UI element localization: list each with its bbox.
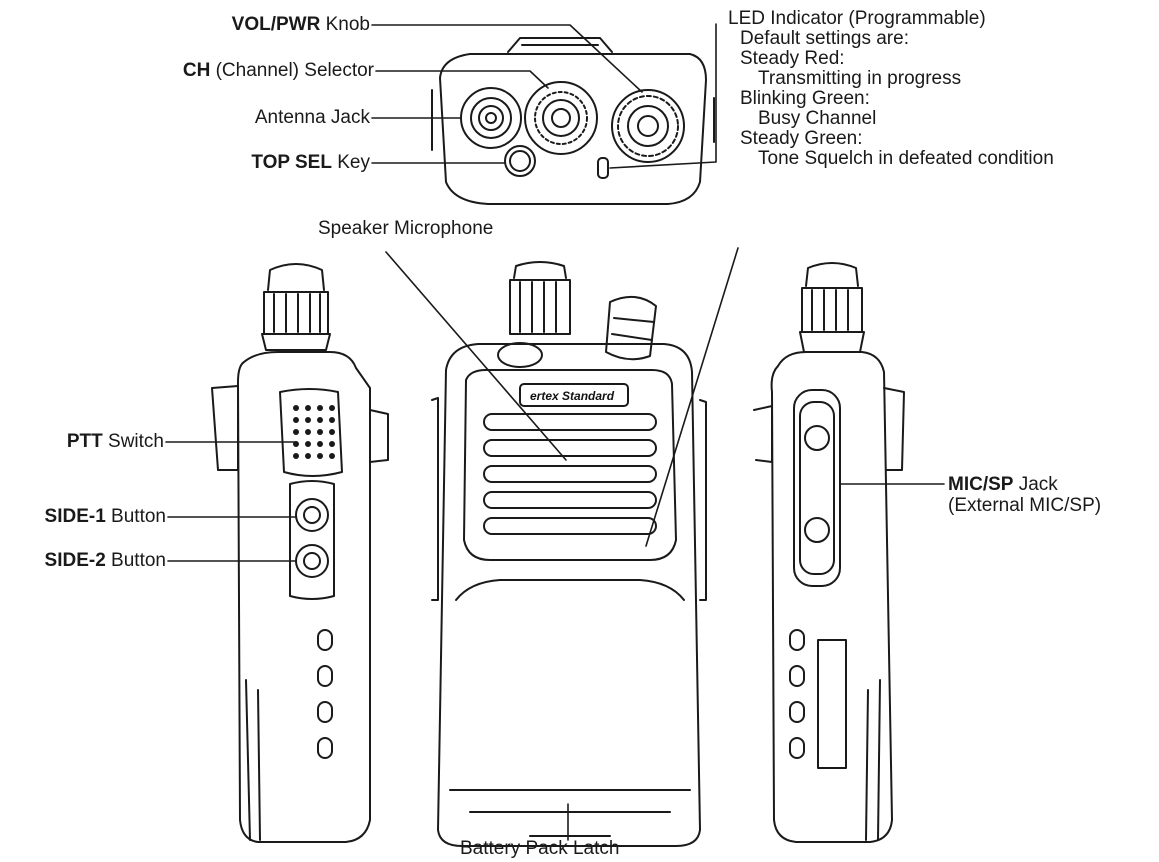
antenna-jack-icon: [460, 87, 522, 149]
top-sel-key-icon: [504, 145, 536, 177]
vol-pwr-label: VOL/PWR Knob: [231, 14, 370, 35]
led-busy-channel-line: Busy Channel: [758, 108, 877, 129]
led-steady-green-line: Steady Green:: [740, 128, 863, 149]
led-transmitting-line: Transmitting in progress: [758, 68, 962, 89]
mic-sp-jack-label: MIC/SP Jack (External MIC/SP): [948, 474, 1102, 516]
side-1-button-icon: [295, 498, 329, 532]
led-default-line: Default settings are:: [740, 28, 909, 49]
led-leader: [609, 23, 717, 169]
led-blinking-green-line: Blinking Green:: [740, 88, 870, 109]
channel-selector-icon: [524, 81, 598, 155]
side-1-button-label: SIDE-1 Button: [44, 506, 166, 527]
ch-leader: [375, 70, 549, 89]
radio-right-side-view: [753, 262, 905, 843]
brand-logo-text: ertex Standard: [530, 389, 615, 403]
led-indicator-description: LED Indicator (Programmable) Default set…: [728, 9, 1054, 169]
vol-pwr-leader: [371, 24, 643, 93]
led-front-leader: [645, 247, 739, 547]
radio-top-view: [431, 37, 715, 205]
leader-lines: [165, 23, 945, 841]
radio-front-view: [431, 261, 707, 847]
mic-sp-jack-icon: [793, 389, 841, 587]
top-sel-key-label: TOP SEL Key: [251, 152, 370, 173]
speaker-grille-icon: [483, 413, 657, 535]
mic-sp-jack-sublabel: (External MIC/SP): [948, 495, 1102, 516]
speaker-microphone-label: Speaker Microphone: [318, 218, 494, 239]
speaker-mic-leader: [385, 251, 567, 461]
radio-left-side-view: [211, 263, 389, 843]
ch-selector-label: CH (Channel) Selector: [182, 60, 374, 81]
led-indicator-icon: [597, 157, 609, 179]
volume-knob-icon: [611, 89, 685, 163]
ptt-switch-label: PTT Switch: [66, 431, 164, 452]
antenna-jack-label: Antenna Jack: [254, 107, 370, 128]
led-tone-squelch-line: Tone Squelch in defeated condition: [758, 148, 1054, 169]
side-2-button-icon: [295, 544, 329, 578]
led-indicator-title: LED Indicator (Programmable): [728, 8, 986, 29]
led-steady-red-line: Steady Red:: [740, 48, 845, 69]
side-2-button-label: SIDE-2 Button: [44, 550, 166, 571]
battery-pack-latch-label: Battery Pack Latch: [460, 838, 620, 859]
